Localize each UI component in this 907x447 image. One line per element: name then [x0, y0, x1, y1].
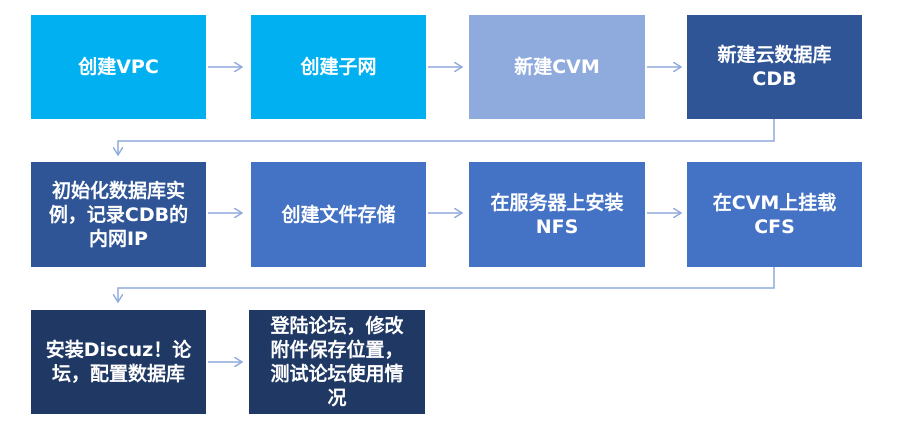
step-new-cvm: 新建CVM: [469, 15, 645, 119]
step-create-cfs: 创建文件存储: [251, 162, 426, 267]
step-create-vpc: 创建VPC: [31, 15, 206, 119]
step-mount-cfs: 在CVM上挂载 CFS: [687, 162, 862, 267]
step-new-cdb: 新建云数据库 CDB: [687, 15, 862, 119]
step-test-forum: 登陆论坛，修改 附件保存位置， 测试论坛使用情 况: [249, 310, 425, 414]
step-install-discuz: 安装Discuz！论 坛，配置数据库: [31, 310, 206, 414]
arrow-cdb-to-init: [118, 119, 775, 155]
step-install-nfs: 在服务器上安装 NFS: [469, 162, 645, 267]
step-create-subnet: 创建子网: [251, 15, 426, 119]
arrow-mount-to-discuz: [118, 267, 775, 302]
step-init-db: 初始化数据库实 例，记录CDB的 内网IP: [31, 162, 206, 267]
